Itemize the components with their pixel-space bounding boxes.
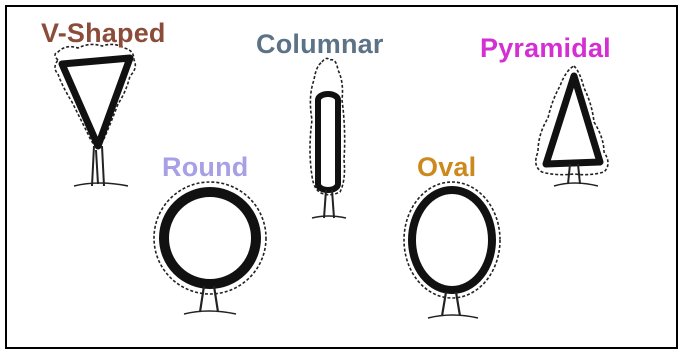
pyramidal-tree-icon (536, 66, 608, 186)
label-round: Round (162, 154, 248, 181)
round-tree-icon (154, 182, 266, 314)
columnar-tree-icon (310, 58, 346, 218)
label-pyramidal: Pyramidal (480, 35, 611, 62)
label-oval: Oval (417, 154, 476, 181)
v-shaped-tree-icon (55, 44, 135, 186)
label-columnar: Columnar (256, 31, 384, 58)
label-v-shaped: V-Shaped (41, 20, 166, 47)
oval-tree-icon (404, 182, 500, 318)
